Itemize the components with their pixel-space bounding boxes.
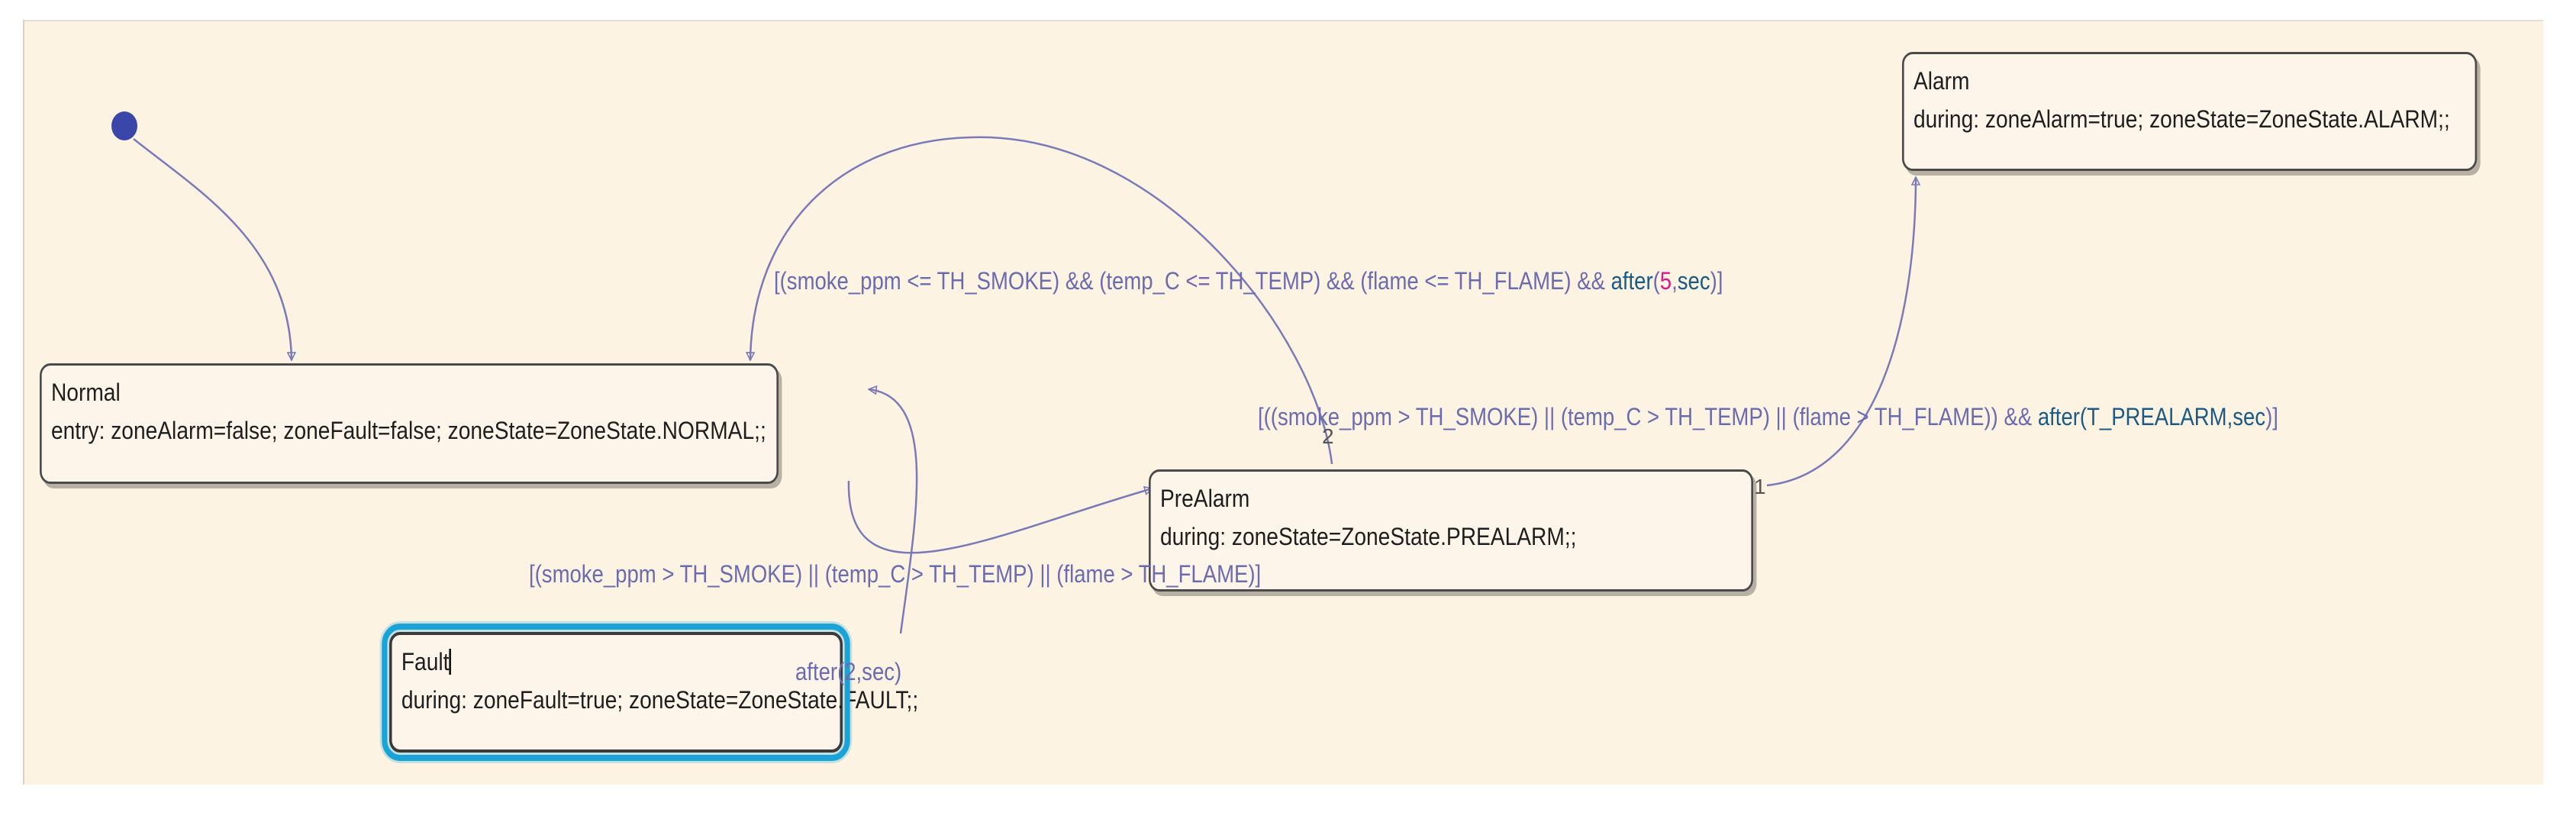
state-prealarm[interactable]: PreAlarm during: zoneState=ZoneState.PRE… [1149, 469, 1753, 592]
default-transition[interactable] [133, 138, 292, 360]
transition-label-fault-to-normal[interactable]: after(2,sec) [795, 658, 902, 685]
priority-badge: 2 [1322, 424, 1334, 448]
state-name: PreAlarm [1159, 485, 1250, 512]
canvas-left-border [23, 20, 24, 785]
transition-fault-to-normal[interactable] [869, 389, 918, 634]
state-name: Alarm [1913, 67, 1970, 95]
canvas-top-border [24, 20, 2543, 21]
state-action: during: zoneFault=true; zoneState=ZoneSt… [401, 686, 919, 714]
transition-prealarm-to-alarm[interactable] [1766, 177, 1916, 487]
state-fault[interactable]: Fault during: zoneFault=true; zoneState=… [382, 624, 919, 761]
transition-prealarm-to-normal[interactable] [750, 136, 1333, 465]
state-action: during: zoneAlarm=true; zoneState=ZoneSt… [1913, 105, 2450, 133]
transition-normal-to-prealarm[interactable] [847, 480, 1153, 554]
transition-label-prealarm-to-alarm[interactable]: [((smoke_ppm > TH_SMOKE) || (temp_C > TH… [1258, 403, 2278, 430]
state-action: during: zoneState=ZoneState.PREALARM;; [1159, 523, 1577, 550]
transition-label-normal-to-prealarm[interactable]: [(smoke_ppm > TH_SMOKE) || (temp_C > TH_… [529, 560, 1262, 588]
state-action: entry: zoneAlarm=false; zoneFault=false;… [50, 417, 766, 444]
state-name: Normal [50, 379, 121, 406]
transition-label-prealarm-to-normal[interactable]: [(smoke_ppm <= TH_SMOKE) && (temp_C <= T… [774, 267, 1723, 295]
default-transition-dot[interactable] [111, 111, 137, 140]
state-name: Fault [401, 643, 830, 681]
state-alarm[interactable]: Alarm during: zoneAlarm=true; zoneState=… [1902, 52, 2478, 171]
state-normal[interactable]: Normal entry: zoneAlarm=false; zoneFault… [40, 363, 779, 484]
priority-badge: 1 [1754, 475, 1766, 498]
text-cursor [449, 649, 452, 675]
